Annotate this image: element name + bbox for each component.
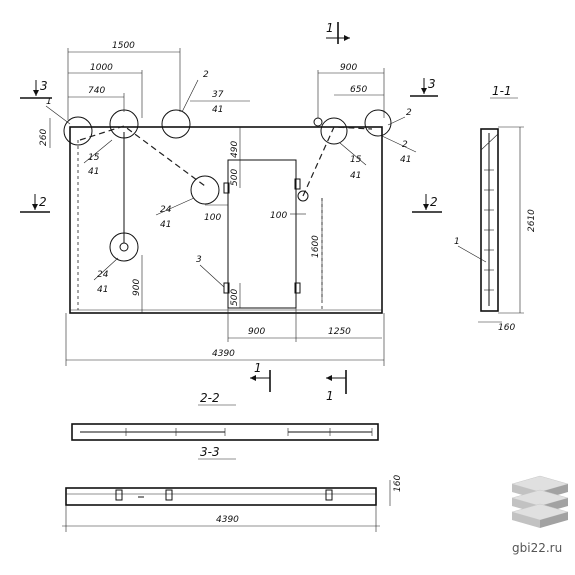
cut-mark-2-right: 2 [412,194,442,213]
section-3-3-length: 4390 [216,515,239,525]
callout-24-mid-numerator: 24 [160,205,172,215]
cut-mark-2-left: 2 [20,194,50,213]
callout-15-left-numerator: 15 [88,153,100,163]
svg-text:1: 1 [326,21,334,35]
callout-2-top-denominator: 41 [212,105,223,115]
callout-circle-15-right [320,117,348,145]
dim-4390: 4390 [212,349,235,359]
dim-900-left: 900 [132,279,142,296]
dim-1500: 1500 [112,41,135,51]
svg-text:1: 1 [254,361,262,375]
section-1-1-width: 160 [498,323,515,333]
callout-2-top: 2 [203,70,209,80]
callout-24-low-numerator: 24 [97,270,109,280]
callout-circle-2-top [161,109,191,139]
cut-mark-1-bottom-right: 1 [326,370,347,403]
callout-3: 3 [196,255,202,265]
callout-2-top-numerator: 37 [212,90,224,100]
section-2-2-outline [71,423,379,441]
callout-2-right-numerator: 2 [402,140,408,150]
door-loop-bottom-right [294,282,301,294]
dim-100-mid: 100 [270,211,287,221]
dim-500-bot: 500 [230,289,240,306]
cut-mark-3-right: 3 [410,77,438,97]
section-1-1-title: 1-1 [492,84,512,98]
dim-1250: 1250 [328,327,351,337]
dim-500-top: 500 [230,169,240,186]
svg-text:2: 2 [430,195,438,209]
watermark-logo [511,475,569,528]
callout-circle-24-low [109,232,139,262]
section-1-1: 1-1 2610 160 1 [454,84,537,333]
callout-2-right-bar [381,135,417,153]
dim-1600: 1600 [311,235,321,258]
section-3-3: 3-3 4390 160 [62,445,403,532]
cut-mark-1-top: 1 [326,21,350,44]
leader-1 [45,105,71,125]
svg-text:1: 1 [326,389,334,403]
callout-1: 1 [46,97,52,107]
svg-text:2: 2 [39,195,47,209]
watermark-text: gbi22.ru [512,541,562,555]
callout-24-mid-bar [155,197,195,216]
cut-mark-1-bottom-left: 1 [250,361,271,392]
panel-outline [69,126,383,314]
door-loop-bottom-left [223,282,230,294]
door-loop-top-left [223,182,230,194]
dim-100-left: 100 [204,213,221,223]
loop-mark-top-small [313,117,323,127]
callout-circle-24-mid [190,175,220,205]
callout-2-right: 2 [406,108,412,118]
dim-740: 740 [88,86,105,96]
callout-15-right-numerator: 15 [350,155,362,165]
loop-mark-right [297,190,309,202]
callout-24-low-bar [93,257,119,281]
section-1-1-height: 2610 [527,209,537,232]
callout-24-mid-denominator: 41 [160,220,171,230]
section-1-1-callout: 1 [454,237,460,247]
callout-15-right-denominator: 41 [350,171,361,181]
dim-260: 260 [39,129,49,146]
dim-650: 650 [350,85,367,95]
callout-2-right-denominator: 41 [400,155,411,165]
callout-circle-1 [63,116,93,146]
door-loop-top-right [294,178,301,190]
callout-15-left-denominator: 41 [88,167,99,177]
callout-15-left-bar [83,139,113,164]
leader-3 [199,264,225,288]
cut-mark-3-left: 3 [20,79,52,99]
dim-900-right: 900 [340,63,357,73]
callout-24-low-denominator: 41 [97,285,108,295]
dim-1000: 1000 [90,63,113,73]
section-1-1-outline [480,128,499,312]
svg-text:3: 3 [40,79,48,93]
section-2-2-title: 2-2 [200,391,220,405]
loop-mark-low [119,242,129,252]
front-view: 1500 1000 740 900 650 260 490 500 100 10… [20,21,442,403]
lifting-link-right [302,126,373,197]
svg-text:3: 3 [428,77,436,91]
callout-15-right-bar [339,142,367,166]
section-3-3-outline [65,487,377,506]
leader-2-top [181,79,199,113]
section-3-3-thickness: 160 [393,475,403,492]
leader-2-right [387,116,406,126]
lifting-link-left [79,125,206,187]
dim-490: 490 [230,141,240,158]
door-opening [227,159,297,309]
dim-900-bottom: 900 [248,327,265,337]
section-3-3-title: 3-3 [200,445,220,459]
callout-circle-2-right [364,109,392,137]
section-2-2: 2-2 [71,391,379,441]
